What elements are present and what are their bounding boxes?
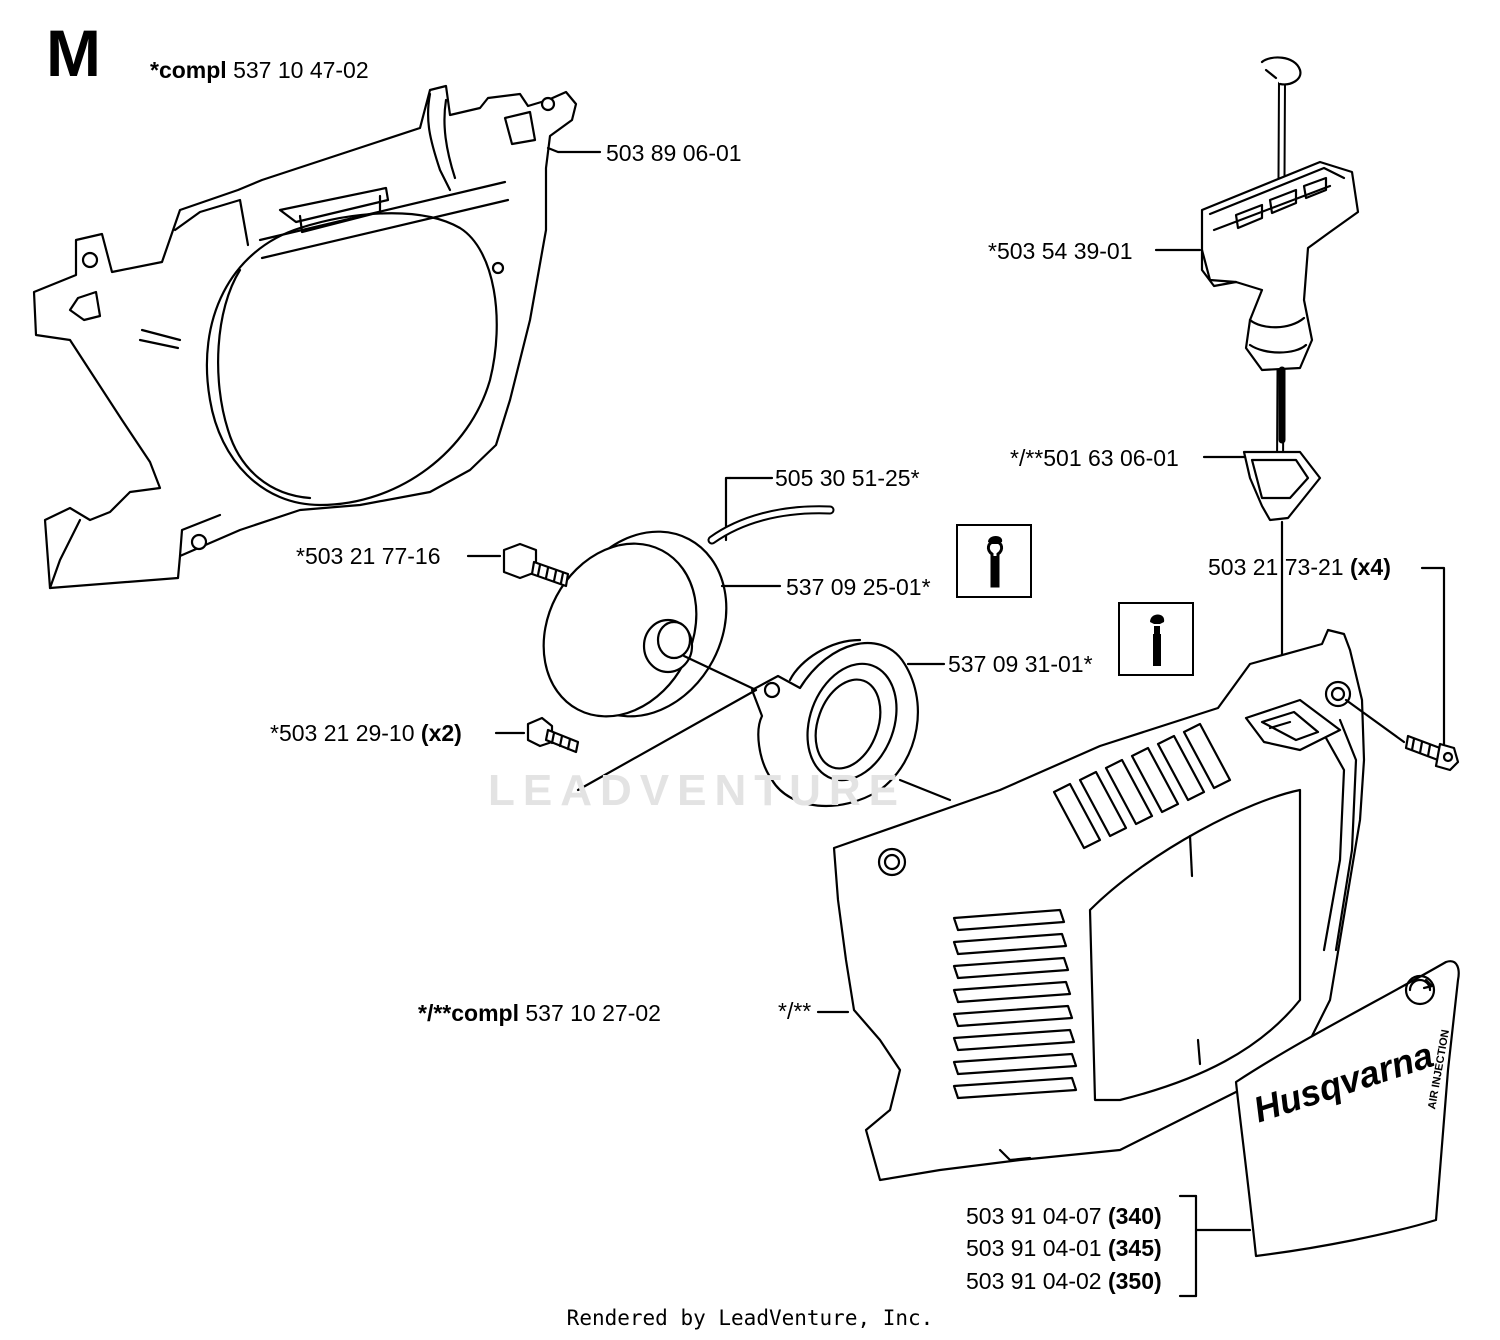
part-number: *503 21 29-10 [270,720,415,746]
part-label: *compl 537 10 47-02 [150,57,369,83]
leader-line [682,654,758,692]
recoil-spring-part [750,638,919,808]
part-number: 503 91 04-01 [966,1235,1102,1261]
part-prefix: *compl [150,57,227,83]
service-tool-icon-box [1118,602,1194,676]
starter-cover-part [832,628,1366,1182]
part-number: 537 09 25-01* [786,574,931,600]
leader-line [576,688,758,792]
rope-pulley-part [542,476,835,718]
part-number: 537 10 47-02 [233,57,369,83]
part-label: *503 54 39-01 [988,238,1133,264]
part-number: 537 10 27-02 [525,1000,661,1026]
part-label: */**501 63 06-01 [1010,445,1179,471]
starter-handle-part [1200,56,1360,474]
part-prefix: */**compl [418,1000,519,1026]
part-number: */**501 63 06-01 [1010,445,1179,471]
leader-line [1420,566,1446,746]
part-number: *503 54 39-01 [988,238,1133,264]
section-letter: M [46,16,101,90]
part-label: 503 91 04-07 (340) [966,1203,1162,1229]
part-number: *503 21 77-16 [296,543,441,569]
leader-line [546,146,602,154]
service-tool-icon-box [956,524,1032,598]
part-label: 537 09 31-01* [948,651,1093,677]
wrench-icon [986,536,1004,588]
part-number: 503 89 06-01 [606,140,742,166]
part-label: 505 30 51-25* [775,465,920,491]
part-number: 503 91 04-07 [966,1203,1102,1229]
part-number: 537 09 31-01* [948,651,1093,677]
part-label: *503 21 29-10 (x2) [270,720,462,746]
part-qty: (x4) [1349,554,1391,580]
part-qty: (350) [1107,1268,1162,1294]
part-label: *503 21 77-16 [296,543,441,569]
part-number: 503 91 04-02 [966,1268,1102,1294]
part-number: */** [778,998,812,1024]
leader-line [898,778,952,802]
wrench-icon [1150,614,1165,666]
part-label: 503 91 04-02 (350) [966,1268,1162,1294]
part-qty: (345) [1107,1235,1162,1261]
part-label: 537 09 25-01* [786,574,931,600]
part-label: 503 91 04-01 (345) [966,1235,1162,1261]
part-label: 503 89 06-01 [606,140,742,166]
bolt-part [502,542,570,588]
part-number: 503 21 73-21 [1208,554,1344,580]
leader-line [1344,698,1406,744]
decal-part [1234,960,1460,1258]
part-qty: (x2) [420,720,462,746]
part-label: */** [778,998,811,1024]
bolt-part [1404,734,1460,772]
starter-housing-part [32,84,578,590]
part-label: */**compl 537 10 27-02 [418,1000,661,1026]
footer-credit: Rendered by LeadVenture, Inc. [566,1306,934,1330]
bolt-part [526,716,580,754]
part-label: 503 21 73-21 (x4) [1208,554,1391,580]
part-number: 505 30 51-25* [775,465,920,491]
part-qty: (340) [1107,1203,1162,1229]
watermark-text: LEADVENTURE [488,766,907,815]
rope-guide-part [1242,450,1322,522]
